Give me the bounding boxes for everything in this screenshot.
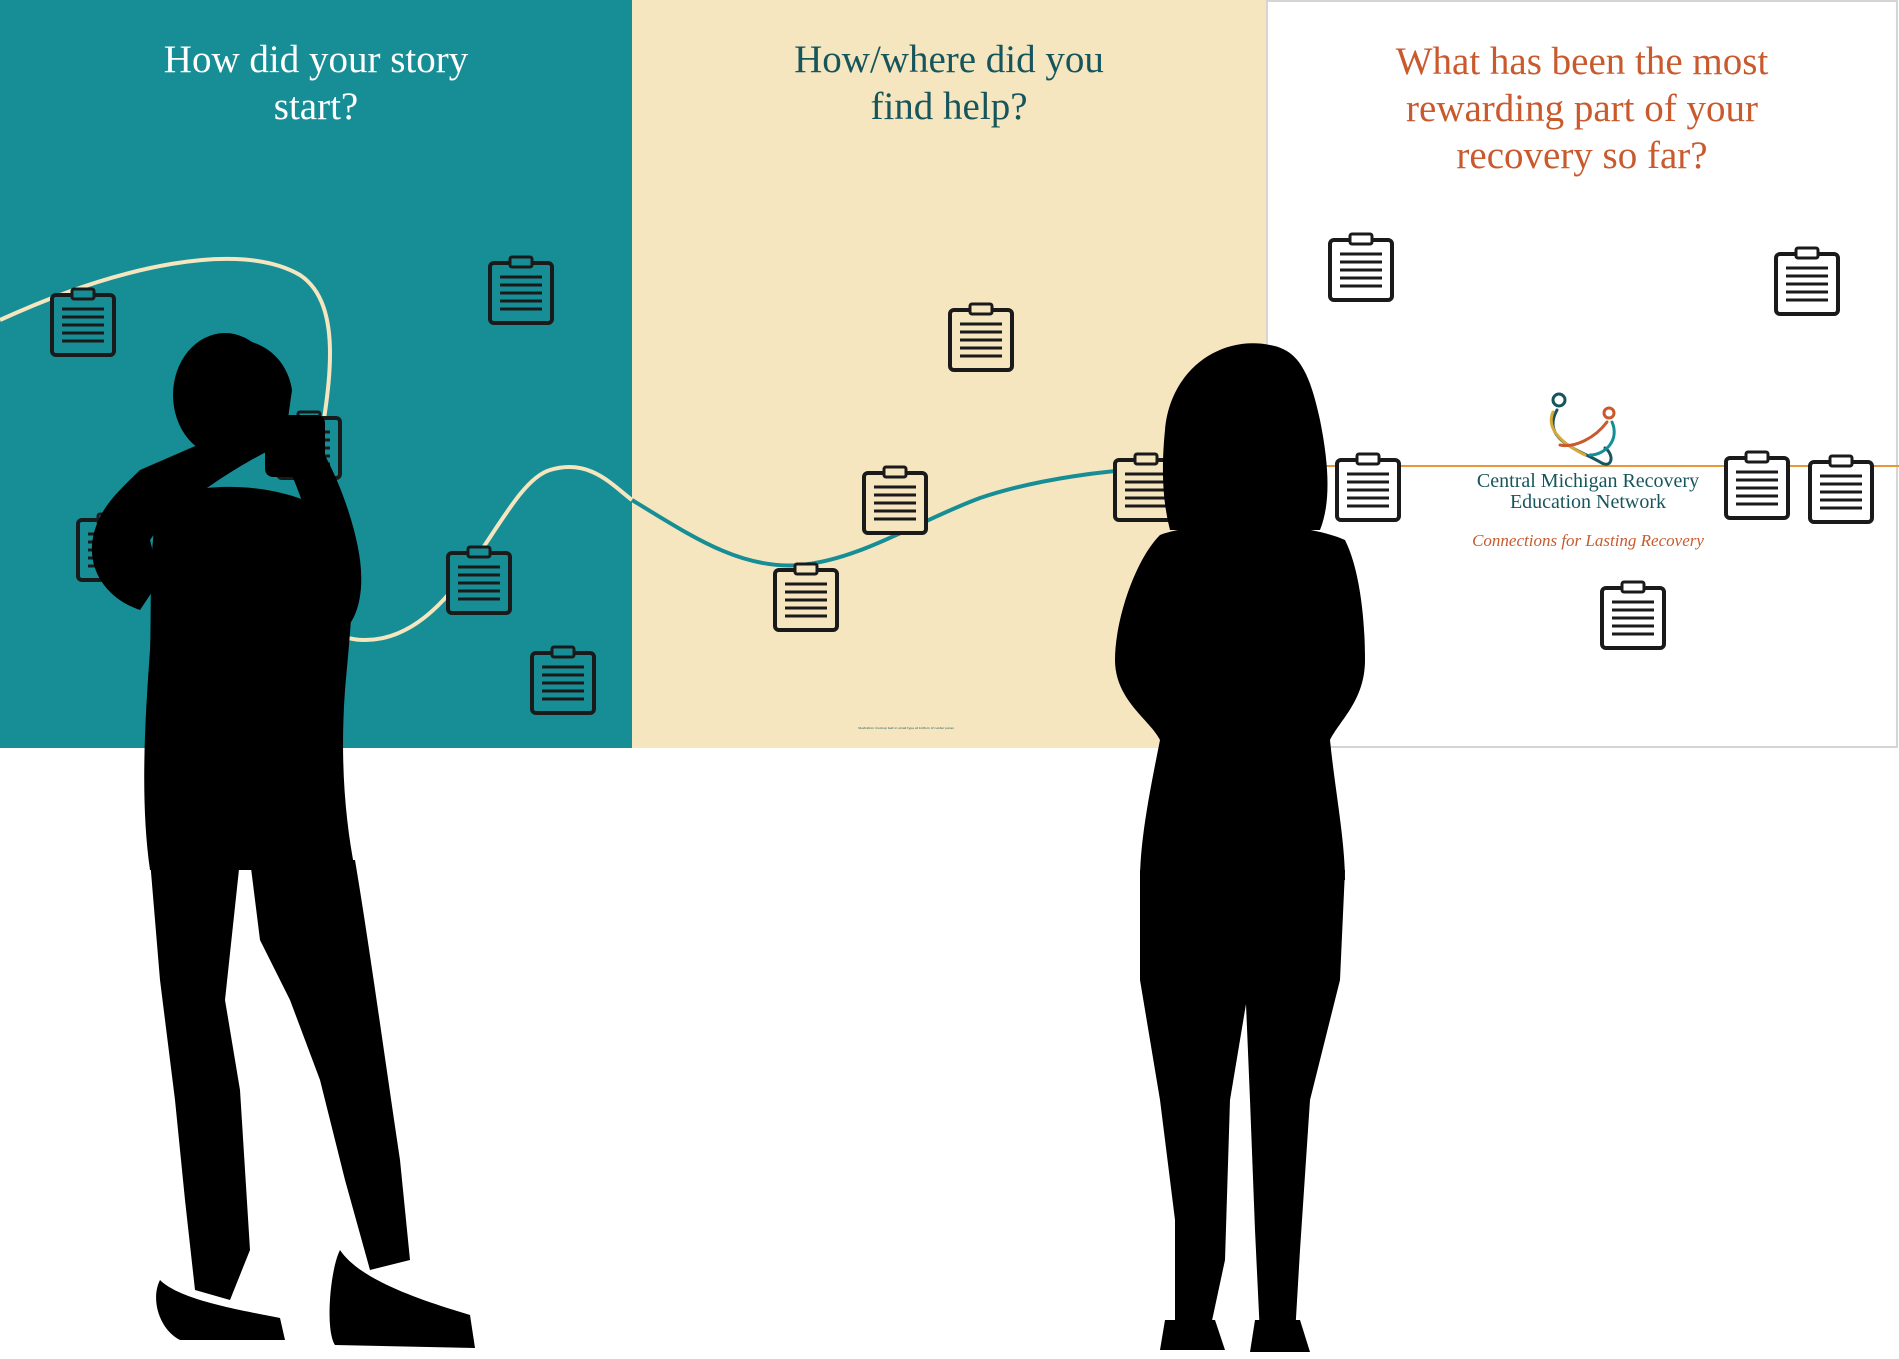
journey-line-teal	[630, 466, 1161, 568]
panel-rewarding-part: What has been the most rewarding part of…	[1266, 0, 1898, 748]
clipboard-note-icon	[948, 302, 1014, 372]
clipboard-note-icon	[446, 545, 512, 615]
organization-name-line-1: Central Michigan Recovery	[1476, 470, 1700, 492]
organization-tagline: Connections for Lasting Recovery	[1472, 531, 1704, 550]
clipboard-note-icon	[773, 562, 839, 632]
fine-print: Illustration mockup text in small type a…	[858, 726, 955, 730]
clipboard-note-icon	[1113, 452, 1179, 522]
woman-silhouette	[1115, 343, 1365, 1352]
clipboard-note-icon	[1335, 452, 1401, 522]
clipboard-note-icon	[530, 645, 596, 715]
panel-question: How/where did you find help?	[794, 38, 1104, 128]
clipboard-note-icon	[1724, 450, 1790, 520]
panel-question: What has been the most rewarding part of…	[1395, 40, 1769, 177]
clipboard-note-icon	[1808, 454, 1874, 524]
clipboard-note-icon	[1600, 580, 1666, 650]
clipboard-note-icon	[1774, 246, 1840, 316]
organization-name-line-2: Education Network	[1509, 491, 1667, 513]
clipboard-note-icon	[50, 287, 116, 357]
clipboard-notes	[50, 232, 1874, 715]
organization-name: Central Michigan Recovery Education Netw…	[1398, 471, 1778, 513]
clipboard-note-icon	[862, 465, 928, 535]
panel-question: How did your story start?	[163, 38, 469, 128]
man-silhouette	[91, 333, 475, 1348]
clipboard-note-icon	[488, 255, 554, 325]
clipboard-note-icon	[1328, 232, 1394, 302]
recovery-logo-icon	[1549, 392, 1616, 466]
